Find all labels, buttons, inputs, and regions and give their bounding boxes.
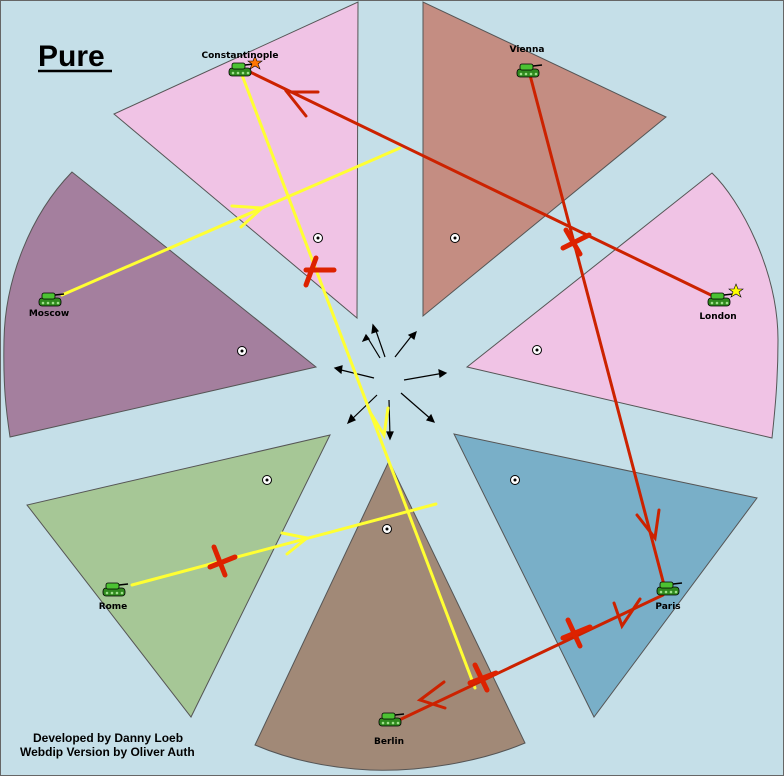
map-title: Pure [38,40,105,73]
credit-developer: Developed by Danny Loeb [33,731,183,745]
army-unit-icon-moscow[interactable] [38,292,65,307]
center-arrows [333,323,448,441]
failure-mark-berlin [467,662,499,693]
city-label-london: London [699,312,736,322]
territory-moscow[interactable] [3,171,318,438]
territory-paris[interactable] [453,433,758,718]
failure-mark-paris [560,617,593,649]
army-unit-icon-paris[interactable] [656,581,683,596]
supply-center-vienna [450,233,460,243]
city-label-moscow: Moscow [29,309,69,319]
territory-rome[interactable] [26,434,331,718]
supply-center-rome [262,475,272,485]
order-berlin-paris-move [393,593,665,724]
credit-webdip: Webdip Version by Oliver Auth [20,745,195,759]
army-unit-icon-rome[interactable] [102,582,129,597]
supply-center-berlin [382,524,392,534]
city-label-rome: Rome [99,602,128,612]
territory-constantinople[interactable] [113,1,359,320]
star-icon-london [728,283,744,298]
territory-vienna[interactable] [422,1,667,318]
army-unit-icon-london[interactable] [707,292,734,307]
city-label-paris: Paris [655,602,680,612]
city-label-berlin: Berlin [374,737,404,747]
failure-mark-rome [207,544,238,578]
army-unit-icon-berlin[interactable] [378,712,405,727]
star-icon-constantinople [247,55,263,70]
city-label-vienna: Vienna [510,45,545,55]
failure-mark-vienna [560,227,592,257]
order-moscow-support [60,146,402,297]
supply-center-london [532,345,542,355]
territory-london[interactable] [465,172,779,439]
order-rome-support [130,502,438,587]
order-constantinople-move [240,73,477,690]
order-vienna-move [528,73,666,587]
supply-center-moscow [237,346,247,356]
supply-center-paris [510,475,520,485]
order-london-move [246,69,717,299]
supply-center-constantinople [313,233,323,243]
army-unit-icon-constantinople[interactable] [228,62,255,77]
army-unit-icon-vienna[interactable] [516,63,543,78]
failure-mark-constantinople [303,255,337,288]
city-label-constantinople: Constantinople [202,51,279,61]
